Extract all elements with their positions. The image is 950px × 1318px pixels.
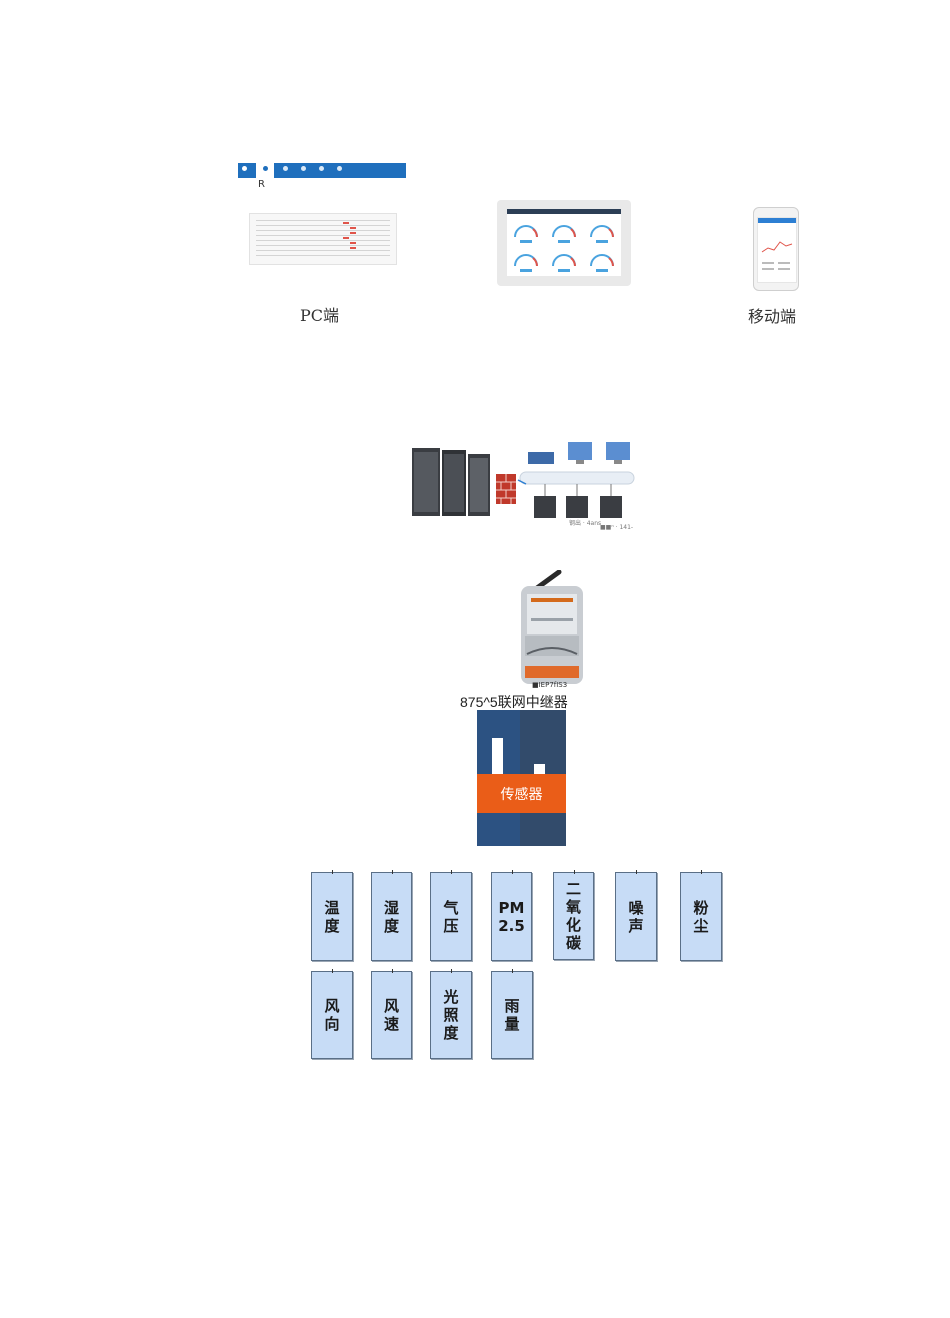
sensor-box: PM 2.5 [491,870,532,961]
gauge-grid-icon [514,225,614,272]
sensor-box: 风 向 [311,969,353,1059]
network-caption: ■■ⁿ · 141- [600,524,634,531]
server-network-illustration [412,442,635,518]
sensor-block: 传感器 [477,710,566,846]
nav-tab [276,163,294,178]
sensor-box: 雨 量 [491,969,533,1059]
sensor-label: 传感器 [477,774,566,813]
device-caption: ■IEP7fIS3 [532,681,568,689]
switch-icon [528,452,554,464]
nav-tab [294,163,312,178]
tablet-gauge-thumbnail [497,200,631,286]
line-chart-icon [758,218,796,270]
web-navbar-thumbnail [238,163,406,178]
sensor-box: 气 压 [430,870,472,961]
sensor-box: 湿 度 [371,870,412,961]
server-icon [534,496,622,518]
phone-thumbnail [753,207,799,291]
mobile-label: 移动端 [748,307,797,326]
nav-tab [312,163,330,178]
sensor-box: 噪 声 [615,870,657,961]
pc-label: PC端 [300,306,340,325]
firewall-icon [496,474,516,504]
pc-dashboard-thumbnail [249,213,397,265]
nav-letter: R [258,179,265,190]
network-caption: 钢出 · 4ans [569,520,602,527]
sensor-box: 光 照 度 [430,969,472,1059]
logo-icon [242,166,247,171]
nav-tab [330,163,348,178]
nav-tab-active [256,163,274,178]
sensor-box: 二 氧 化 碳 [553,870,594,960]
antenna-icon [534,570,562,591]
sensor-box: 风 速 [371,969,412,1059]
monitor-icon [568,442,630,464]
server-rack-icon [412,448,490,516]
sensor-box: 粉 尘 [680,870,722,961]
sensor-box: 温 度 [311,870,353,961]
repeater-device-illustration [521,570,583,684]
repeater-label: 875^5联网中继器 [460,694,568,710]
